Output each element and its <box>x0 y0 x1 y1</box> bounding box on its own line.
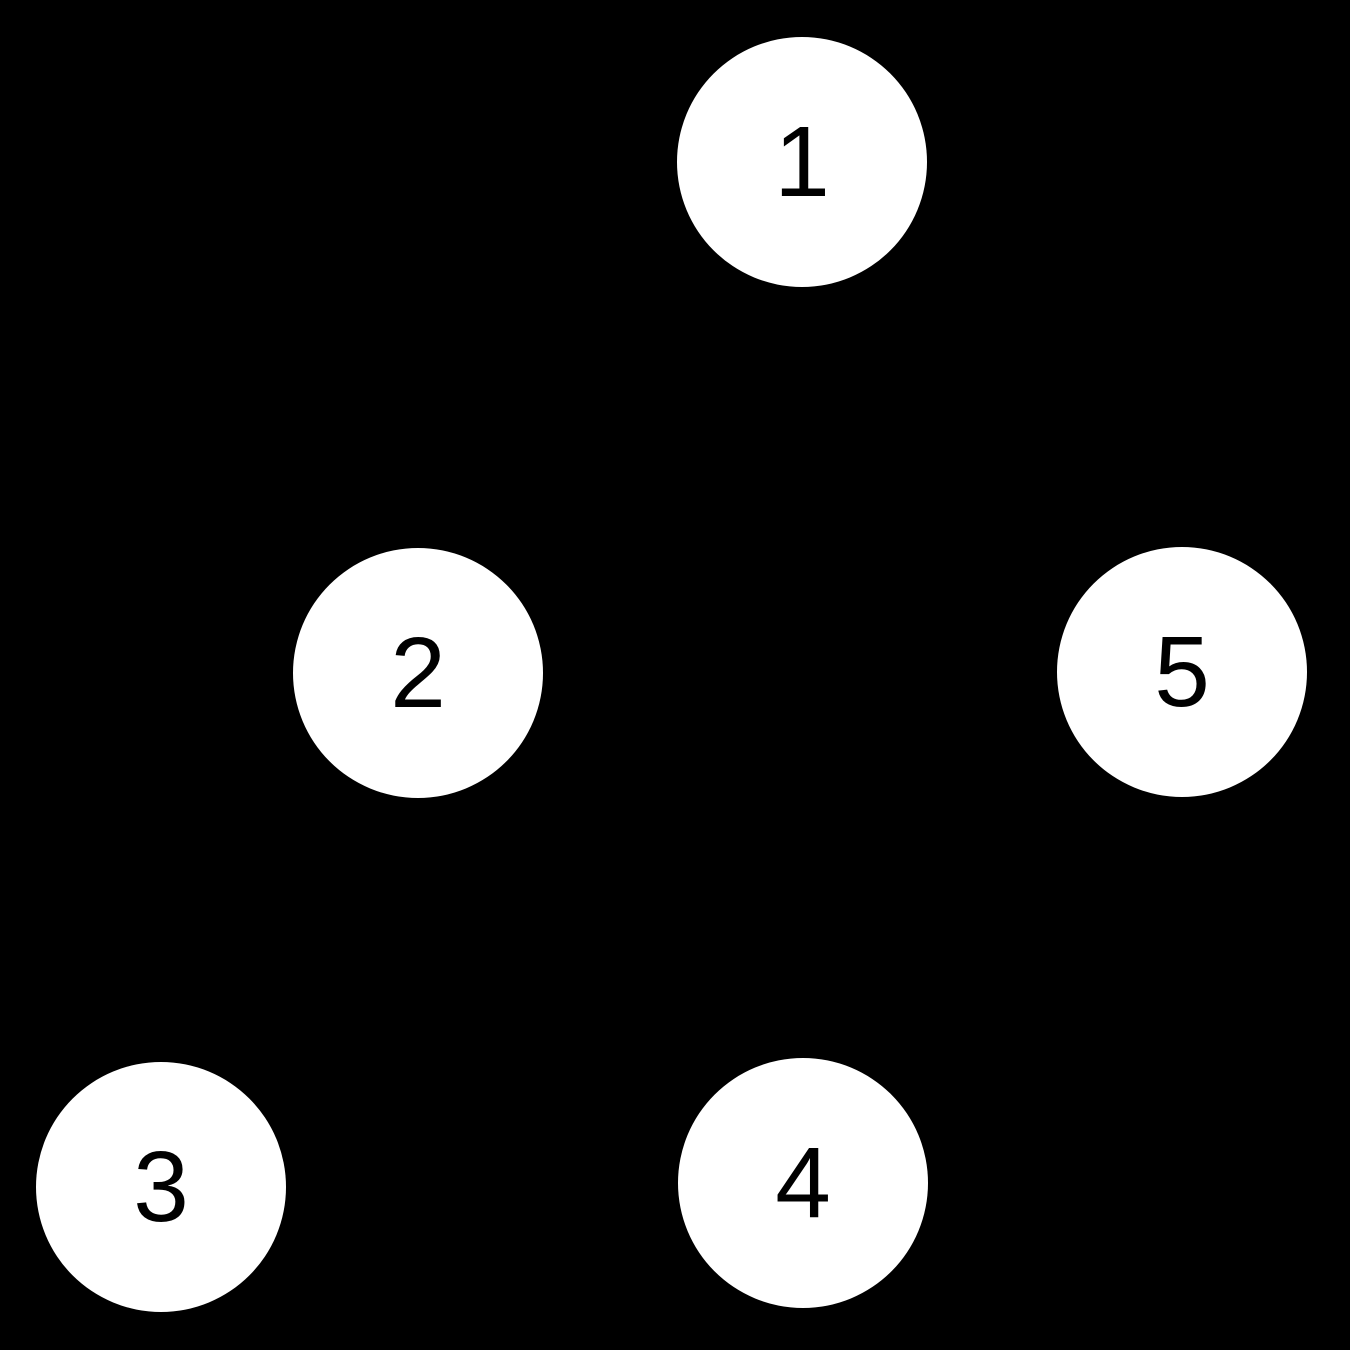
graph-node-4[interactable]: 4 <box>678 1058 928 1308</box>
graph-node-5-label: 5 <box>1154 616 1210 728</box>
graph-node-1[interactable]: 1 <box>677 37 927 287</box>
graph-node-4-label: 4 <box>775 1127 831 1239</box>
graph-node-3[interactable]: 3 <box>36 1062 286 1312</box>
graph-node-1-label: 1 <box>774 106 830 218</box>
graph-node-2-label: 2 <box>390 617 446 729</box>
graph-node-2[interactable]: 2 <box>293 548 543 798</box>
graph-node-3-label: 3 <box>133 1131 189 1243</box>
graph-node-5[interactable]: 5 <box>1057 547 1307 797</box>
